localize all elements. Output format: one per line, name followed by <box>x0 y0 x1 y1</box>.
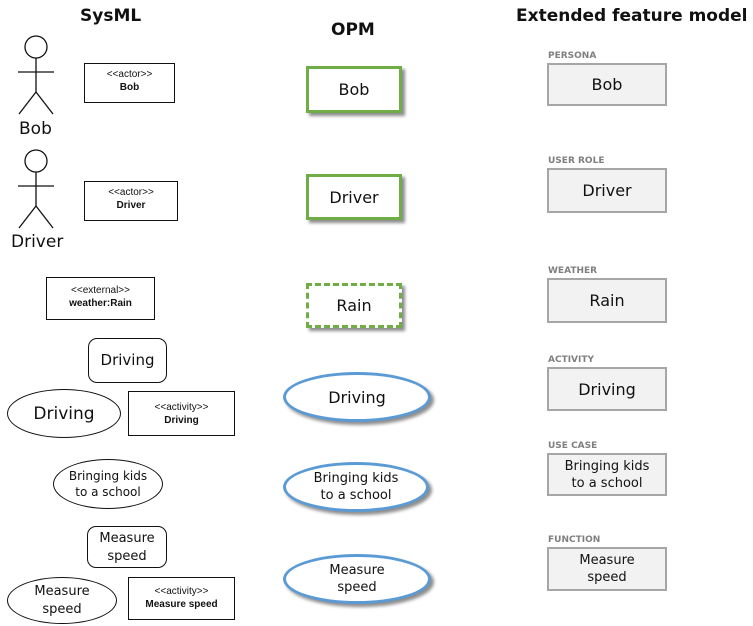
usecase-line-2: speed <box>42 601 82 617</box>
opm-process-measure-speed: Measure speed <box>283 554 431 604</box>
sysml-measure-speed-usecase: Measure speed <box>7 577 117 624</box>
actor-driver-name: Driver <box>11 232 64 252</box>
feature-line-2: to a school <box>571 475 643 491</box>
stereotype-label: <<actor>> <box>108 187 154 198</box>
feature-box-persona: Bob <box>547 63 667 106</box>
usecase-line-1: Bringing kids <box>68 469 148 483</box>
stereotype-label: <<external>> <box>71 285 130 296</box>
sysml-measure-speed-action: Measure speed <box>87 526 167 568</box>
process-line-2: to a school <box>320 488 392 503</box>
opm-process-bringing-kids: Bringing kids to a school <box>283 462 429 512</box>
sysml-external-weather-block: <<external>> weather:Rain <box>46 277 155 320</box>
feature-tag-persona: PERSONA <box>548 51 597 61</box>
block-label: weather:Rain <box>69 298 132 309</box>
feature-box-activity: Driving <box>547 367 667 411</box>
sysml-measure-speed-activity-block: <<activity>> Measure speed <box>128 577 235 620</box>
feature-tag-weather: WEATHER <box>548 266 598 276</box>
feature-tag-activity: ACTIVITY <box>548 355 595 365</box>
feature-box-weather: Rain <box>547 278 667 323</box>
usecase-line-2: to a school <box>75 485 141 499</box>
sysml-column-title: SysML <box>80 6 142 26</box>
stereotype-label: <<actor>> <box>106 69 153 80</box>
action-line-1: Measure <box>99 531 155 546</box>
opm-column-title: OPM <box>331 20 375 40</box>
block-label: Bob <box>119 82 140 93</box>
feature-tag-use-case: USE CASE <box>548 441 598 451</box>
block-label: Driving <box>164 415 199 426</box>
opm-object-driver: Driver <box>306 174 402 220</box>
stereotype-label: <<activity>> <box>154 402 209 413</box>
feature-line-1: Measure <box>579 553 635 568</box>
usecase-line-1: Measure <box>34 583 90 599</box>
actor-bob-name: Bob <box>19 119 52 139</box>
feature-tag-function: FUNCTION <box>548 535 601 545</box>
process-line-1: Measure <box>329 563 385 578</box>
feature-box-user-role: Driver <box>547 168 667 213</box>
feature-box-function: Measure speed <box>547 547 667 591</box>
feature-model-column-title: Extended feature model <box>516 6 748 26</box>
sysml-actor-bob-block: <<actor>> Bob <box>84 63 175 103</box>
block-label: Driver <box>116 200 146 211</box>
sysml-driving-usecase: Driving <box>7 389 121 438</box>
stereotype-label: <<activity>> <box>154 586 209 597</box>
block-label: Measure speed <box>145 599 218 610</box>
opm-object-bob: Bob <box>306 66 402 113</box>
sysml-actor-driver-block: <<actor>> Driver <box>84 181 178 221</box>
feature-line-2: speed <box>587 570 627 585</box>
process-line-1: Bringing kids <box>313 471 399 486</box>
sysml-driving-activity-block: <<activity>> Driving <box>128 391 235 436</box>
actor-driver-stick-figure <box>18 149 54 229</box>
feature-tag-user-role: USER ROLE <box>548 156 605 166</box>
action-line-2: speed <box>107 549 147 564</box>
opm-object-rain: Rain <box>306 283 402 328</box>
actor-bob-stick-figure <box>18 35 54 115</box>
process-line-2: speed <box>337 580 377 595</box>
feature-box-use-case: Bringing kids to a school <box>547 453 667 496</box>
feature-line-1: Bringing kids <box>564 458 650 474</box>
sysml-bringing-kids-usecase: Bringing kids to a school <box>53 459 163 509</box>
opm-process-driving: Driving <box>283 372 431 422</box>
sysml-driving-action: Driving <box>88 338 167 383</box>
